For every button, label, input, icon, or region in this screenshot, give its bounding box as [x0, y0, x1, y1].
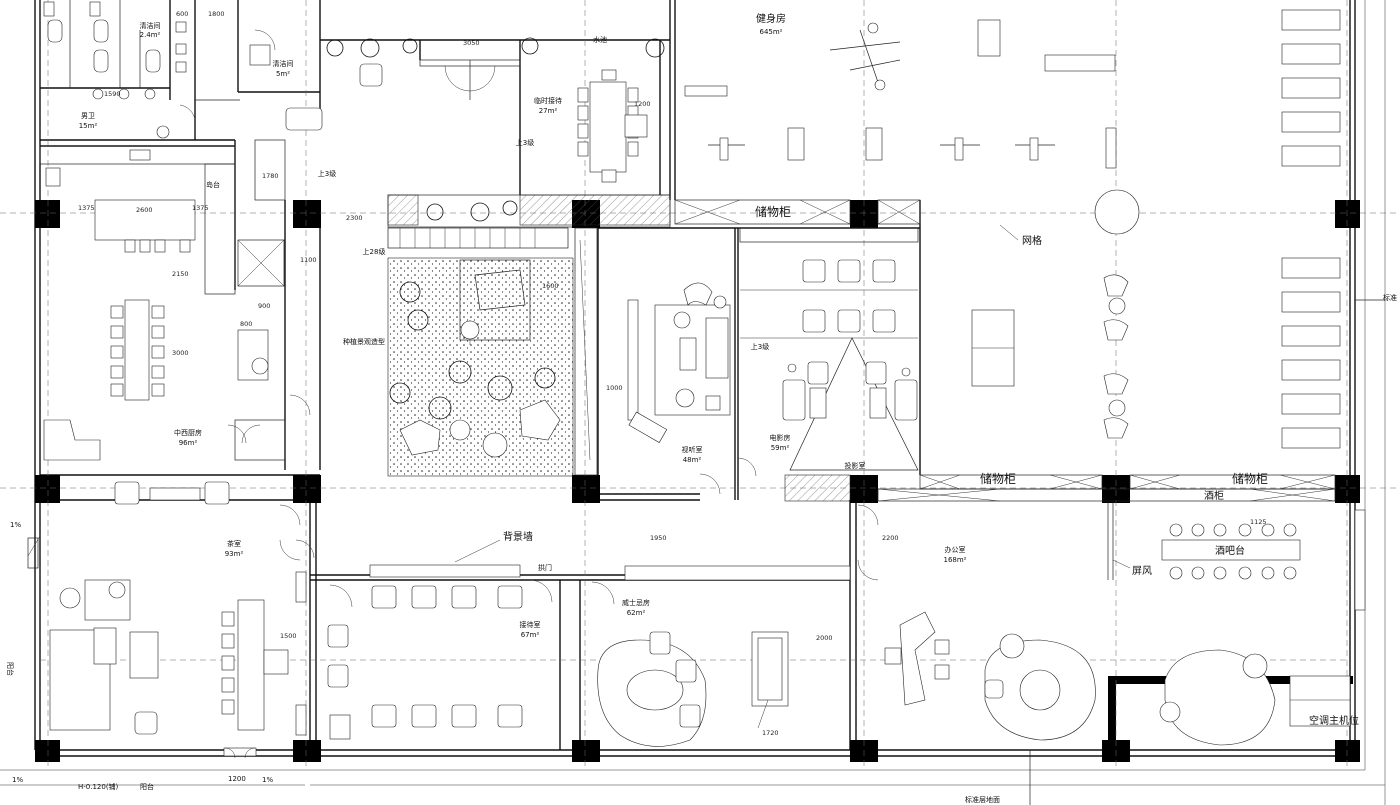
- up-steps-3b: 上3级: [516, 138, 534, 147]
- elevation-label: H-0.120(铺): [78, 782, 119, 791]
- dim-2600: 2600: [136, 206, 153, 214]
- dim-1200: 1200: [634, 100, 651, 108]
- reception-furniture: [295, 564, 523, 740]
- screen-label: 屏风: [1132, 565, 1152, 577]
- office-name: 办公室: [945, 545, 966, 554]
- up-steps-3a: 上3级: [318, 169, 336, 178]
- dim-3000: 3000: [172, 349, 189, 357]
- ac-position-label: 空调主机位: [1309, 714, 1359, 727]
- arch-door-label: 拱门: [538, 563, 552, 572]
- kitchen-furniture: [39, 145, 286, 461]
- whisky-furniture: [597, 565, 851, 747]
- dim-1100: 1100: [300, 256, 317, 264]
- up-steps-3c: 上3级: [751, 342, 769, 351]
- av-room-furniture: [627, 282, 731, 443]
- dim-900: 900: [258, 302, 270, 310]
- office-furniture: [884, 502, 1366, 746]
- gym-name: 健身房: [756, 12, 786, 25]
- garden-note: 种植景观造型: [343, 337, 385, 346]
- island-label: 岛台: [206, 180, 220, 189]
- gym-area: 645m²: [760, 28, 783, 36]
- dim-1000: 1000: [606, 384, 623, 392]
- dim-1600: 1600: [542, 282, 559, 290]
- gym-equipment: [684, 9, 1341, 449]
- bottom-right-note: 标准层地面: [965, 795, 1000, 804]
- tea-room-name: 茶室: [227, 539, 241, 548]
- reception-name: 接待室: [520, 620, 541, 629]
- storage-label-1: 储物柜: [755, 204, 791, 219]
- dim-1800: 1800: [208, 10, 225, 18]
- annotation-labels: 储物柜 储物柜 储物柜 网格 酒柜 酒吧台 屏风 空调主机位 背景墙 投影室 水…: [6, 35, 1397, 804]
- grid-leader: [999, 224, 1019, 241]
- storage-label-2: 储物柜: [980, 471, 1016, 486]
- right-edge-note: 标准: [1383, 293, 1397, 302]
- dim-1780: 1780: [262, 172, 279, 180]
- dim-1720: 1720: [762, 729, 779, 737]
- whisky-room-area: 62m²: [627, 609, 646, 617]
- dim-1125: 1125: [1250, 518, 1267, 526]
- temp-reception-name: 临时接待: [534, 96, 562, 105]
- dim-1500: 1500: [280, 632, 297, 640]
- cinema-furniture: [740, 259, 919, 471]
- balcony-left: 阳台: [6, 662, 15, 676]
- dim-1950: 1950: [650, 534, 667, 542]
- dim-800: 800: [240, 320, 252, 328]
- dim-600: 600: [176, 10, 188, 18]
- office-area: 168m²: [944, 556, 967, 564]
- dim-1375a: 1375: [78, 204, 95, 212]
- storage-cabinets: [387, 194, 1336, 502]
- temp-reception-area: 27m²: [539, 107, 558, 115]
- cleaning-room-1-name: 清洁间: [140, 21, 161, 30]
- balcony-bottom: 阳台: [140, 782, 154, 791]
- dim-1375b: 1375: [192, 204, 209, 212]
- slope-1: 1%: [10, 521, 21, 529]
- up-steps-28: 上28级: [363, 247, 386, 256]
- pool-label: 水池: [593, 35, 607, 44]
- mens-wc-area: 15m²: [79, 122, 98, 130]
- cleaning-room-2-name: 清洁间: [273, 59, 294, 68]
- top-middle: [249, 29, 665, 201]
- doors: [27, 394, 879, 759]
- dim-2150: 2150: [172, 270, 189, 278]
- projection-room-label: 投影室: [845, 461, 866, 470]
- mens-wc-name: 男卫: [81, 112, 95, 120]
- screen-leader: [1112, 559, 1131, 569]
- kitchen-area: 96m²: [179, 439, 198, 447]
- cleaning-room-1-area: 2.4m²: [140, 31, 161, 39]
- cleaning-room-2-area: 5m²: [276, 70, 290, 78]
- av-room-area: 48m²: [683, 456, 702, 464]
- room-labels: 健身房 645m² 清洁间 2.4m² 清洁间 5m² 男卫 15m² 临时接待…: [79, 12, 967, 639]
- dimension-labels: 600 1800 3050 1200 1375 2600 1375 2300 1…: [78, 10, 1267, 737]
- reception-area: 67m²: [521, 631, 540, 639]
- slope-2: 1%: [12, 776, 23, 784]
- grid-lines: [0, 0, 1400, 770]
- dim-2300: 2300: [346, 214, 363, 222]
- garden: [387, 200, 598, 477]
- tea-room-area: 93m²: [225, 550, 244, 558]
- feature-wall-leader: [454, 539, 501, 563]
- dim-2000: 2000: [816, 634, 833, 642]
- whisky-room-name: 威士忌房: [622, 598, 650, 607]
- dim-1590: 1590: [104, 90, 121, 98]
- wc-area: [43, 0, 240, 139]
- dim-1200-bottom: 1200: [228, 775, 246, 783]
- dim-2200: 2200: [882, 534, 899, 542]
- grid-label: 网格: [1022, 234, 1042, 247]
- feature-wall-label: 背景墙: [503, 530, 533, 543]
- tea-room-furniture: [27, 481, 289, 757]
- wine-cabinet-label: 酒柜: [1204, 489, 1224, 502]
- cinema-name: 电影房: [770, 433, 791, 442]
- av-room-name: 视听室: [682, 445, 703, 454]
- bar-label: 酒吧台: [1215, 544, 1245, 557]
- slope-3: 1%: [262, 776, 273, 784]
- cinema-area: 59m²: [771, 444, 790, 452]
- storage-label-3: 储物柜: [1232, 471, 1268, 486]
- dim-3050: 3050: [463, 39, 480, 47]
- kitchen-name: 中西厨房: [174, 428, 202, 437]
